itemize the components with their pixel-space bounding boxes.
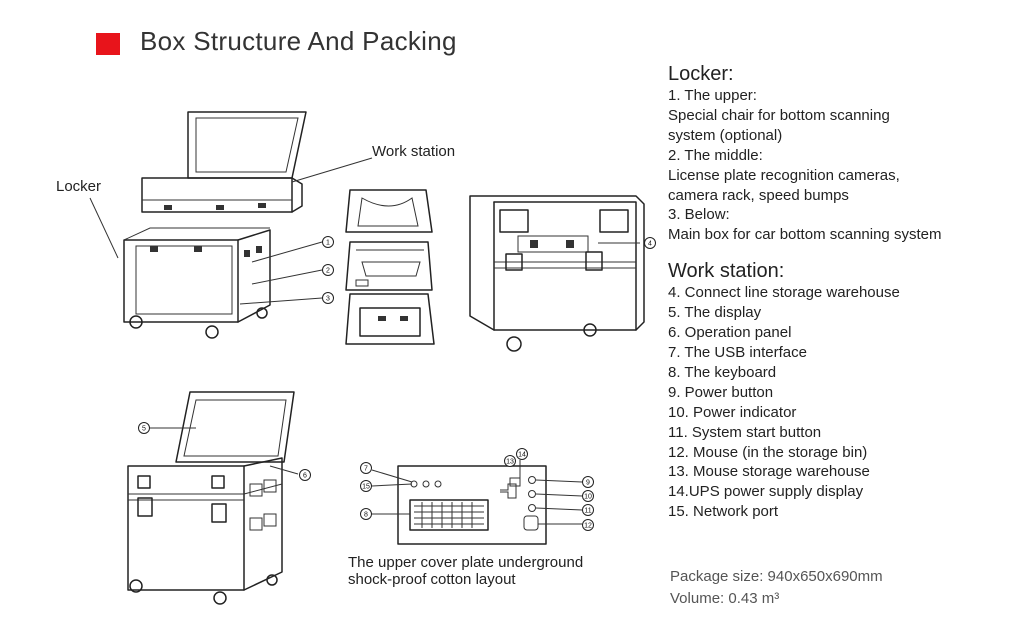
marker-4: 4 bbox=[644, 237, 656, 249]
marker-8: 8 bbox=[360, 508, 372, 520]
locker-item: system (optional) bbox=[668, 126, 783, 144]
svg-text:14: 14 bbox=[518, 452, 526, 459]
locker-leader bbox=[89, 197, 119, 259]
locker-item: 2. The middle: bbox=[668, 146, 763, 164]
caption-line: shock-proof cotton layout bbox=[348, 571, 516, 588]
work-station-item: 4. Connect line storage warehouse bbox=[668, 284, 900, 302]
tray-upper-drawing bbox=[345, 189, 433, 233]
svg-text:4: 4 bbox=[648, 241, 652, 248]
marker-2: 2 bbox=[322, 264, 334, 276]
work-station-item: 10. Power indicator bbox=[668, 403, 797, 421]
work-station-item: 9. Power button bbox=[668, 383, 774, 401]
marker-6: 6 bbox=[299, 469, 311, 481]
locker-item: camera rack, speed bumps bbox=[668, 186, 849, 204]
work-station-leader bbox=[291, 157, 373, 183]
page-title: Box Structure And Packing bbox=[140, 26, 457, 56]
work-station-item: 8. The keyboard bbox=[668, 363, 777, 381]
svg-text:11: 11 bbox=[584, 508, 591, 515]
locker-item: 3. Below: bbox=[668, 206, 730, 224]
svg-text:5: 5 bbox=[142, 426, 146, 433]
open-work-station-drawing bbox=[127, 391, 295, 605]
marker-10: 10 bbox=[582, 490, 594, 502]
svg-text:3: 3 bbox=[326, 296, 330, 303]
locker-item: Special chair for bottom scanning bbox=[668, 106, 890, 124]
svg-text:6: 6 bbox=[303, 473, 307, 480]
locker-item: 1. The upper: bbox=[668, 87, 757, 104]
svg-text:9: 9 bbox=[586, 480, 590, 487]
svg-text:10: 10 bbox=[584, 494, 592, 501]
marker-7: 7 bbox=[360, 462, 372, 474]
caption-line: The upper cover plate underground bbox=[348, 554, 584, 571]
locker-item: License plate recognition cameras, bbox=[668, 166, 900, 184]
work-station-item: 5. The display bbox=[668, 304, 762, 322]
package-volume: Volume: 0.43 m³ bbox=[670, 590, 780, 607]
marker-15: 15 bbox=[360, 480, 372, 492]
marker-14: 14 bbox=[516, 448, 528, 460]
cover-plate-caption: The upper cover plate underground shock-… bbox=[348, 554, 583, 588]
marker-9: 9 bbox=[582, 476, 594, 488]
svg-text:15: 15 bbox=[362, 484, 370, 491]
operation-panel-drawing bbox=[397, 465, 547, 545]
tray-middle-drawing bbox=[345, 241, 433, 291]
marker-5: 5 bbox=[138, 422, 150, 434]
work-station-item: 13. Mouse storage warehouse bbox=[668, 463, 870, 481]
marker-11: 11 bbox=[582, 504, 594, 516]
svg-text:7: 7 bbox=[364, 466, 368, 473]
closed-case-drawing bbox=[469, 195, 645, 352]
package-size: Package size: 940x650x690mm bbox=[670, 568, 883, 585]
work-station-lid-drawing bbox=[141, 111, 307, 213]
work-station-item: 6. Operation panel bbox=[668, 324, 792, 342]
svg-text:8: 8 bbox=[364, 512, 368, 519]
package-spec: Package size: 940x650x690mm Volume: 0.43… bbox=[670, 566, 883, 610]
marker-12: 12 bbox=[582, 519, 594, 531]
marker-1: 1 bbox=[322, 236, 334, 248]
marker-13: 13 bbox=[504, 455, 516, 467]
work-station-heading: Work station: bbox=[668, 260, 785, 283]
red-square-icon bbox=[96, 33, 120, 55]
svg-text:2: 2 bbox=[326, 268, 330, 275]
svg-text:12: 12 bbox=[584, 523, 592, 530]
locker-frame-drawing bbox=[123, 227, 271, 339]
locker-callout: Locker bbox=[56, 178, 102, 195]
svg-text:13: 13 bbox=[506, 459, 514, 466]
work-station-item: 15. Network port bbox=[668, 503, 779, 521]
locker-item: Main box for car bottom scanning system bbox=[668, 226, 942, 244]
work-station-callout: Work station bbox=[372, 143, 456, 160]
marker-3: 3 bbox=[322, 292, 334, 304]
locker-heading: Locker: bbox=[668, 63, 734, 85]
tray-lower-drawing bbox=[345, 293, 435, 345]
work-station-item: 12. Mouse (in the storage bin) bbox=[668, 443, 868, 461]
work-station-item: 7. The USB interface bbox=[668, 343, 807, 361]
work-station-item: 11. System start button bbox=[668, 423, 822, 441]
work-station-item: 14.UPS power supply display bbox=[668, 483, 864, 501]
svg-text:1: 1 bbox=[326, 240, 330, 247]
component-legend: Locker: 1. The upper: Special chair for … bbox=[668, 62, 1003, 522]
